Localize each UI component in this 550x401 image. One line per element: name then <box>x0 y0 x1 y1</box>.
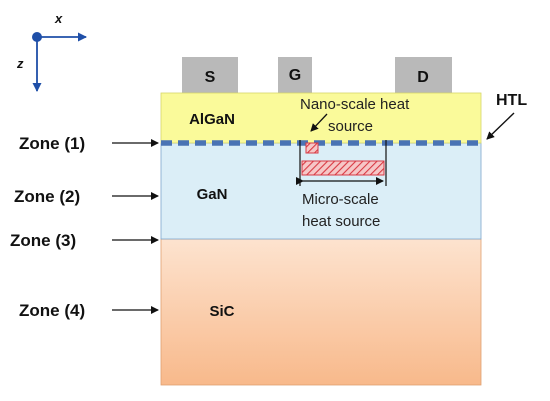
zone-4-label: Zone (4) <box>19 301 85 320</box>
micro-heat-label-line1: Micro-scale <box>302 191 379 208</box>
gan-label: GaN <box>197 186 228 203</box>
nano-heat-label-line1: Nano-scale heat <box>300 96 410 113</box>
nano-heat-pointer <box>310 113 328 132</box>
axis-origin <box>32 32 42 42</box>
sic-substrate-layer <box>160 238 482 386</box>
micro-heat-label-line2: heat source <box>302 213 380 230</box>
sic-label: SiC <box>209 303 234 320</box>
htl-pointer <box>486 112 515 140</box>
micro-scale-heat-source <box>301 160 385 176</box>
micro-scale-span-bracket <box>296 140 387 186</box>
gate-label: G <box>289 67 301 84</box>
gan-channel-layer <box>160 142 482 240</box>
terminals: S G D <box>182 57 452 93</box>
source-terminal <box>182 57 238 93</box>
gate-terminal <box>278 57 312 93</box>
algan-barrier-layer <box>160 92 482 144</box>
zone-1-label: Zone (1) <box>19 134 85 153</box>
nano-scale-heat-source <box>305 142 319 154</box>
algan-label: AlGaN <box>189 111 235 128</box>
source-label: S <box>205 69 216 86</box>
z-axis-label: z <box>16 56 24 71</box>
drain-terminal <box>395 57 452 93</box>
axis-indicator: x z <box>16 11 87 92</box>
drain-label: D <box>417 69 429 86</box>
zone-2-label: Zone (2) <box>14 187 80 206</box>
nano-heat-label-line2: source <box>328 118 373 135</box>
x-axis-label: x <box>54 11 63 26</box>
htl-label: HTL <box>496 92 527 109</box>
zone-3-label: Zone (3) <box>10 231 76 250</box>
